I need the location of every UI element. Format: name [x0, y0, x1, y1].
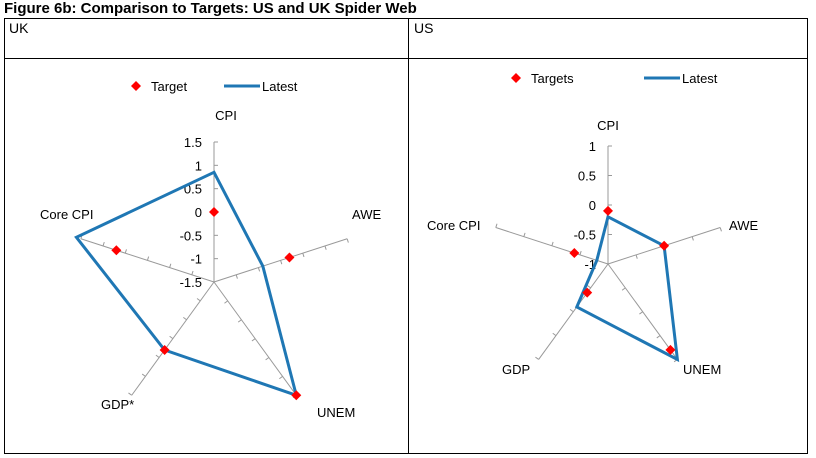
- uk-axis-tick: [265, 357, 270, 361]
- uk-axis-tick: [183, 316, 187, 321]
- uk-axis-tick: [169, 263, 172, 268]
- us-tick-label: 1: [589, 139, 596, 154]
- us-radar-chart: 1 0.5 0 -0.5 -1 CPI AWE UNEM GDP Core CPI Targets L…: [427, 71, 758, 377]
- panel-label-us: US: [414, 20, 434, 36]
- uk-target-point-cpi: [209, 207, 219, 217]
- us-tick-label: 0.5: [578, 169, 596, 184]
- us-axis-label-cpi: CPI: [597, 118, 619, 133]
- us-axis-tick: [551, 241, 554, 246]
- figure-frame: UK US: [4, 18, 808, 454]
- uk-legend-latest-label: Latest: [262, 79, 298, 94]
- uk-tick-label: -1.5: [180, 275, 202, 290]
- frame-divider-horizontal: [5, 58, 807, 59]
- us-axis-label-gdp: GDP: [502, 362, 530, 377]
- us-axis-gdp: [538, 263, 609, 360]
- uk-tick-label: 1.5: [184, 135, 202, 150]
- uk-axis-tick: [102, 241, 105, 247]
- us-axis-core-cpi: [495, 227, 609, 265]
- uk-axis-tick: [196, 298, 201, 302]
- us-axis-tick: [691, 236, 694, 241]
- us-legend-target-label: Targets: [531, 71, 574, 86]
- uk-axis-tick: [169, 335, 174, 340]
- uk-axis-label-core-cpi: Core CPI: [40, 207, 93, 222]
- uk-axis-tick: [191, 270, 194, 275]
- us-axis-tick: [621, 287, 626, 291]
- uk-tick-label: 0: [195, 205, 202, 220]
- us-axis-tick: [639, 311, 643, 315]
- us-axis-tick: [495, 223, 498, 228]
- uk-axis-tick: [237, 319, 242, 323]
- uk-axis-tick: [257, 267, 261, 272]
- us-axis-tick: [587, 285, 591, 289]
- uk-axis-tick: [279, 375, 283, 380]
- uk-target-point-gdp: [159, 344, 170, 355]
- us-axis-label-core-cpi: Core CPI: [427, 218, 480, 233]
- uk-axis-gdp: [131, 281, 215, 396]
- us-axis-label-unem: UNEM: [683, 362, 721, 377]
- uk-tick-label: 1: [195, 158, 202, 173]
- uk-axis-tick: [155, 354, 160, 358]
- uk-axis-tick: [346, 238, 349, 243]
- panel-label-uk: UK: [9, 20, 29, 36]
- us-axis-tick: [552, 332, 557, 337]
- us-legend-latest-label: Latest: [682, 71, 718, 86]
- uk-axis-tick: [235, 274, 238, 279]
- us-tick-label: -1: [584, 257, 596, 272]
- uk-target-point-core-cpi: [111, 245, 122, 256]
- uk-axis-tick: [251, 338, 256, 342]
- uk-legend-target-label: Target: [151, 79, 188, 94]
- frame-divider-vertical: [408, 19, 409, 453]
- uk-legend-target-marker: [131, 81, 141, 91]
- uk-axis-tick: [280, 260, 283, 265]
- uk-axis-label-awe: AWE: [352, 207, 381, 222]
- us-axis-tick: [635, 254, 638, 259]
- us-target-point-cpi: [603, 205, 613, 216]
- us-axis-label-awe: AWE: [729, 218, 758, 233]
- uk-series-latest: [74, 170, 299, 398]
- us-axis-tick: [719, 227, 722, 232]
- uk-axis-label-unem: UNEM: [317, 405, 355, 420]
- uk-tick-label: -1: [190, 252, 202, 267]
- us-tick-label: -0.5: [574, 228, 596, 243]
- uk-axis-tick: [128, 392, 133, 396]
- uk-axis-tick: [124, 249, 127, 254]
- us-tick-label: 0: [589, 198, 596, 213]
- figure-title: Figure 6b: Comparison to Targets: US and…: [4, 0, 417, 17]
- us-axis-tick: [579, 250, 582, 256]
- uk-axis-tick: [324, 245, 327, 250]
- uk-target-point-unem: [291, 390, 302, 401]
- us-target-point-core-cpi: [569, 248, 580, 259]
- uk-target-point-awe: [284, 252, 295, 263]
- us-axis-tick: [523, 232, 526, 237]
- uk-axis-tick: [224, 300, 229, 304]
- uk-axis-tick: [141, 373, 146, 377]
- us-legend-target-marker: [511, 73, 521, 83]
- us-target-point-awe: [659, 240, 670, 251]
- uk-axis-label-cpi: CPI: [215, 108, 237, 123]
- us-target-point-gdp: [582, 287, 593, 298]
- us-axis-tick: [656, 335, 661, 339]
- uk-axis-label-gdp: GDP*: [101, 397, 134, 412]
- us-series-latest: [574, 214, 680, 363]
- us-target-point-unem: [665, 344, 676, 355]
- uk-tick-label: -0.5: [180, 228, 202, 243]
- uk-axis-tick: [146, 256, 150, 261]
- us-axis-tick: [535, 356, 539, 360]
- uk-axis-tick: [302, 253, 305, 258]
- us-axis-tick: [569, 308, 574, 313]
